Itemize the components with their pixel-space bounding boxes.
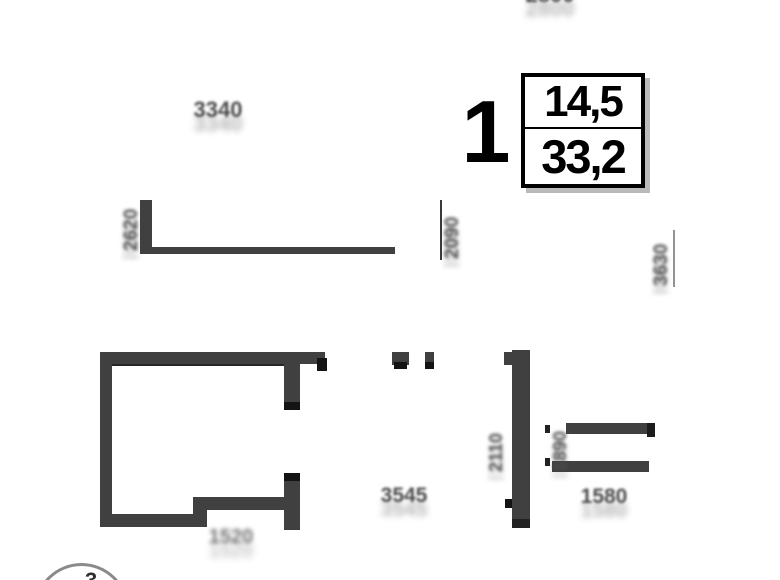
wall [392, 352, 409, 365]
area-info-box: 14,5 33,2 [521, 73, 645, 188]
door-jamb [545, 425, 550, 433]
rooms-count: 1 [461, 82, 511, 181]
dimension-extension-line [673, 230, 675, 287]
door-jamb [284, 402, 300, 410]
wall [100, 514, 193, 527]
dimension-label-top: 2800 [505, 0, 595, 6]
wall [140, 200, 152, 254]
wall [193, 497, 300, 510]
door-jamb [545, 458, 550, 466]
dimension-label-top-left: 3340 [193, 97, 243, 122]
door-jamb [394, 362, 407, 369]
wall [566, 423, 652, 434]
wall [552, 461, 649, 472]
dimension-extension-line [440, 200, 442, 260]
wall [284, 473, 300, 530]
wall [425, 352, 434, 365]
wall-end [512, 519, 530, 528]
wall [100, 352, 325, 364]
wall [100, 352, 112, 527]
wall [512, 350, 530, 528]
floor-number: 3 [85, 568, 97, 580]
wall [504, 352, 512, 365]
door-jamb [425, 362, 434, 369]
dimension-label-room-bottom: 1520 [208, 526, 254, 548]
dimension-label-hall-bottom: 3545 [380, 484, 428, 507]
floor-number-badge: 3 [34, 563, 129, 580]
door-jamb [647, 423, 655, 437]
dimension-label-upper-right: 3630 [651, 243, 672, 286]
door-jamb [317, 358, 327, 371]
wall [284, 352, 300, 404]
door-jamb [505, 499, 512, 508]
total-area-value: 33,2 [541, 130, 626, 183]
dimension-label-hall-left: 2110 [486, 432, 506, 472]
wall [140, 247, 395, 254]
living-area-value: 14,5 [525, 77, 641, 129]
dimension-label-upper-left: 2620 [121, 208, 142, 251]
dimension-label-bath-bottom: 1580 [580, 485, 628, 508]
dimension-label-upper-center: 2090 [442, 216, 463, 259]
door-jamb [284, 473, 300, 481]
dimension-label-hall-right: 1890 [550, 430, 570, 471]
window-line [112, 364, 284, 366]
